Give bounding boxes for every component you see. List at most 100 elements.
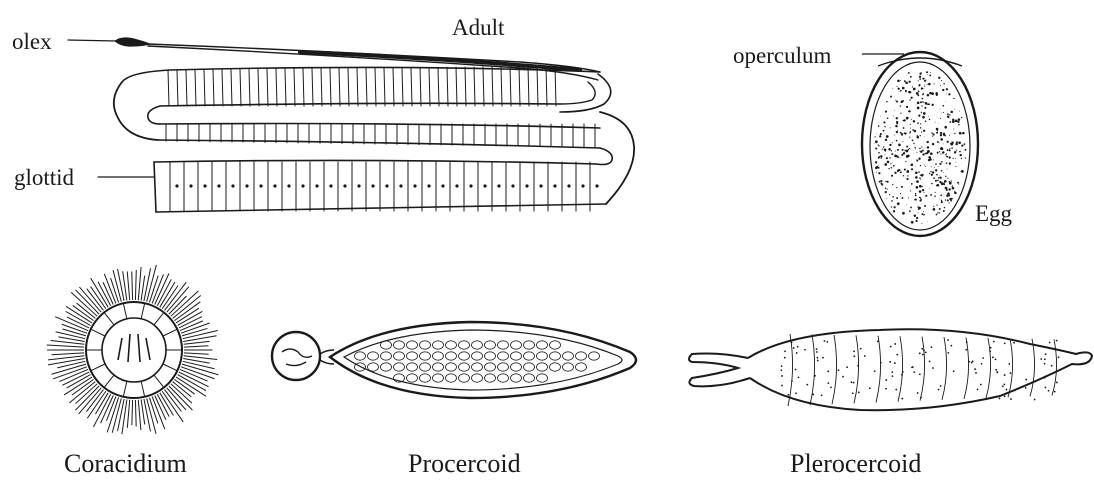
granule xyxy=(954,133,955,134)
granule xyxy=(891,150,892,151)
granule xyxy=(949,135,950,136)
surface-dot xyxy=(793,347,795,349)
granule xyxy=(935,192,936,193)
granule xyxy=(909,132,910,133)
cell xyxy=(550,341,561,349)
granule xyxy=(918,158,920,160)
segment-line xyxy=(195,70,196,106)
granule xyxy=(889,194,890,195)
granule xyxy=(908,197,909,198)
segment-dot xyxy=(343,184,346,187)
cell xyxy=(472,352,483,360)
segment-line xyxy=(312,69,313,106)
granule xyxy=(915,148,916,149)
cilium xyxy=(162,391,183,422)
segment-line xyxy=(447,67,448,106)
granule xyxy=(887,117,889,119)
granule xyxy=(887,161,890,164)
surface-dot xyxy=(821,394,823,396)
granule xyxy=(914,214,916,216)
surface-dot xyxy=(896,354,898,356)
granule xyxy=(878,125,880,127)
granule xyxy=(920,135,921,136)
surface-dot xyxy=(1004,342,1006,344)
granule xyxy=(950,200,952,202)
granule xyxy=(964,143,966,145)
cell xyxy=(368,352,379,360)
granule xyxy=(915,176,918,179)
granule xyxy=(906,106,908,108)
segment-line xyxy=(357,68,358,106)
granule xyxy=(946,189,948,191)
granule xyxy=(938,166,939,167)
surface-dot xyxy=(995,358,997,360)
segment-line xyxy=(285,69,286,106)
granule xyxy=(949,156,951,158)
granule xyxy=(916,92,919,95)
surface-dot xyxy=(826,341,828,343)
row3-top-edge xyxy=(154,160,596,164)
granule xyxy=(935,122,936,123)
granule xyxy=(959,111,960,112)
granule xyxy=(940,118,941,119)
surface-dot xyxy=(1044,358,1046,360)
surface-dot xyxy=(968,361,970,363)
granule xyxy=(919,78,921,80)
granule xyxy=(938,123,939,124)
surface-dot xyxy=(880,362,882,364)
granule xyxy=(961,170,964,173)
surface-dot xyxy=(980,384,982,386)
surface-dot xyxy=(1056,340,1058,342)
cilium xyxy=(141,276,145,301)
cell xyxy=(446,341,457,349)
cilium xyxy=(167,388,186,410)
segment-line xyxy=(321,68,322,106)
cilium xyxy=(165,390,182,412)
surface-dot xyxy=(796,352,798,354)
granule xyxy=(954,121,955,122)
cilium xyxy=(144,399,151,431)
segment-line xyxy=(213,70,214,106)
granule xyxy=(904,80,906,82)
cell xyxy=(446,363,457,371)
adult-label: Adult xyxy=(452,16,504,39)
body-ring xyxy=(1030,339,1035,396)
granule xyxy=(955,162,956,163)
body-ring xyxy=(920,337,925,401)
granule xyxy=(893,116,894,117)
granule xyxy=(876,166,878,168)
granule xyxy=(903,119,905,121)
granule xyxy=(900,132,902,134)
granule xyxy=(931,183,933,185)
granule xyxy=(904,133,906,135)
cell-wall xyxy=(163,364,177,371)
segment-line xyxy=(501,67,502,106)
cell xyxy=(537,374,548,382)
coracidium-cilia xyxy=(47,265,219,434)
granule xyxy=(920,198,921,199)
surface-dot xyxy=(947,352,949,354)
granule xyxy=(942,105,944,107)
granule xyxy=(931,132,932,133)
granule xyxy=(890,127,891,128)
granule xyxy=(929,119,930,120)
surface-dot xyxy=(921,348,923,350)
granule xyxy=(965,157,966,158)
segment-dot xyxy=(231,184,234,187)
surface-dot xyxy=(864,355,866,357)
segment-dot xyxy=(399,184,402,187)
cilium xyxy=(86,390,103,412)
cell xyxy=(407,374,418,382)
granule xyxy=(937,184,940,187)
granule xyxy=(940,138,943,141)
segment-dot xyxy=(413,184,416,187)
cell xyxy=(433,341,444,349)
granule xyxy=(896,140,898,142)
cell xyxy=(459,363,470,371)
granule xyxy=(931,174,933,176)
granule xyxy=(934,167,935,168)
segment-line xyxy=(204,70,205,106)
granule xyxy=(940,163,942,165)
cell xyxy=(498,352,509,360)
cell xyxy=(524,341,535,349)
